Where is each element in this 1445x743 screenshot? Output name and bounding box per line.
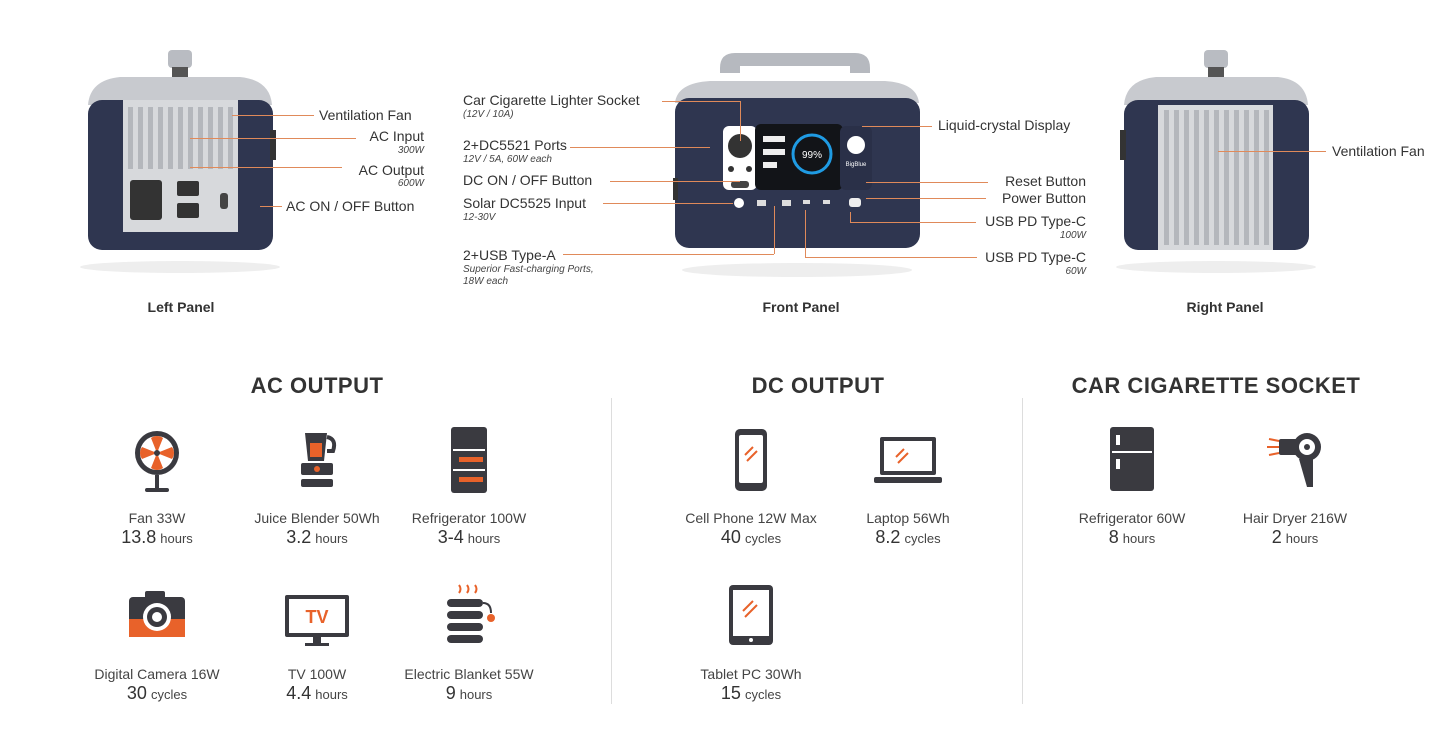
ac-item-fan-unit: hours: [160, 531, 193, 546]
car-socket-title: CAR CIGARETTE SOCKET: [1071, 373, 1361, 398]
ac-item-camera-name: Digital Camera 16W: [94, 666, 220, 682]
ac-item-fan-value: 13.8: [121, 527, 157, 547]
ac-item-blender-unit: hours: [315, 531, 348, 546]
cell-phone-icon: [735, 429, 767, 491]
ac-item-fan-name: Fan 33W: [128, 510, 186, 526]
left-panel-caption: Left Panel: [147, 299, 215, 315]
front-panel-image: 99% BigBlue: [673, 53, 920, 277]
dc-item-laptop-name: Laptop 56Wh: [866, 510, 950, 526]
ac-item-camera-unit: cycles: [150, 687, 188, 702]
label-car-socket-sub: (12V / 10A): [463, 109, 514, 120]
ac-item-tv-unit: hours: [315, 687, 348, 702]
ac-item-blanket-value: 9: [445, 683, 456, 703]
fan-icon: [135, 431, 179, 492]
section-divider-2: [1022, 398, 1023, 704]
label-ventilation-fan-right: Ventilation Fan: [1332, 143, 1425, 159]
car-item-refrigerator-name: Refrigerator 60W: [1078, 510, 1186, 526]
section-divider-1: [611, 398, 612, 704]
dc-item-tablet-value: 15: [720, 683, 741, 703]
tv-icon: TV: [285, 595, 349, 646]
ac-item-blender-value: 3.2: [286, 527, 312, 547]
right-panel-caption: Right Panel: [1186, 299, 1264, 315]
dc-item-laptop-value: 8.2: [875, 527, 901, 547]
label-ac-input: AC Input: [369, 128, 424, 144]
dc-item-tablet-unit: cycles: [744, 687, 782, 702]
car-item-hair-dryer-unit: hours: [1285, 531, 1319, 546]
label-usb-a: 2+USB Type-A: [463, 247, 556, 263]
dc-item-phone-name: Cell Phone 12W Max: [685, 510, 817, 526]
dc-output-title: DC OUTPUT: [751, 373, 885, 398]
label-usbc-100: USB PD Type-C: [985, 213, 1086, 229]
label-ventilation-fan-left: Ventilation Fan: [319, 107, 412, 123]
label-ac-output-sub: 600W: [397, 178, 424, 189]
ac-item-refrigerator-unit: hours: [467, 531, 501, 546]
display-percent-text: 99%: [802, 150, 822, 161]
ac-item-blender-name: Juice Blender 50Wh: [254, 510, 380, 526]
label-lcd: Liquid-crystal Display: [938, 117, 1071, 133]
label-usbc-100-sub: 100W: [1059, 230, 1086, 241]
electric-blanket-icon: [447, 584, 495, 643]
label-solar: Solar DC5525 Input: [463, 195, 586, 211]
ac-item-refrigerator-name: Refrigerator 100W: [411, 510, 527, 526]
dc-item-phone-value: 40: [720, 527, 741, 547]
label-ac-input-sub: 300W: [397, 145, 424, 156]
label-dc5521: 2+DC5521 Ports: [463, 137, 567, 153]
label-solar-sub: 12-30V: [463, 212, 496, 223]
refrigerator-icon: [1110, 427, 1154, 491]
label-dc-button: DC ON / OFF Button: [463, 172, 593, 188]
car-item-refrigerator-value: 8: [1108, 527, 1119, 547]
label-usbc-60: USB PD Type-C: [985, 249, 1086, 265]
label-reset-button: Reset Button: [1005, 173, 1086, 189]
ac-item-blanket-name: Electric Blanket 55W: [404, 666, 534, 682]
laptop-icon: [874, 437, 942, 483]
dc-item-tablet-name: Tablet PC 30Wh: [700, 666, 802, 682]
ac-item-camera-value: 30: [126, 683, 147, 703]
left-panel-image: [80, 50, 280, 273]
label-usb-a-sub1: Superior Fast-charging Ports,: [463, 264, 594, 275]
car-item-refrigerator-unit: hours: [1122, 531, 1156, 546]
hair-dryer-icon: [1267, 433, 1321, 487]
ac-item-blanket-unit: hours: [459, 687, 493, 702]
blender-icon: [301, 433, 337, 487]
ac-output-title: AC OUTPUT: [250, 373, 384, 398]
brand-text: BigBlue: [846, 162, 867, 168]
car-item-hair-dryer-name: Hair Dryer 216W: [1242, 510, 1348, 526]
ac-item-tv-name: TV 100W: [287, 666, 347, 682]
tablet-icon: [729, 585, 773, 645]
right-panel-image: [1116, 50, 1316, 273]
refrigerator-icon: [451, 427, 487, 493]
front-panel-caption: Front Panel: [762, 299, 840, 315]
ac-item-refrigerator-value: 3-4: [437, 527, 464, 547]
label-usb-a-sub2: 18W each: [463, 276, 509, 287]
dc-item-laptop-unit: cycles: [904, 531, 941, 546]
label-ac-output: AC Output: [358, 162, 424, 178]
label-ac-button: AC ON / OFF Button: [286, 198, 415, 214]
label-dc5521-sub: 12V / 5A, 60W each: [463, 154, 552, 165]
tv-screen-text: TV: [305, 607, 328, 627]
camera-icon: [129, 591, 185, 637]
label-power-button: Power Button: [1001, 190, 1086, 206]
dc-item-phone-unit: cycles: [744, 531, 782, 546]
label-usbc-60-sub: 60W: [1065, 266, 1086, 277]
label-car-socket: Car Cigarette Lighter Socket: [463, 92, 640, 108]
car-item-hair-dryer-value: 2: [1271, 527, 1282, 547]
ac-item-tv-value: 4.4: [286, 683, 312, 703]
